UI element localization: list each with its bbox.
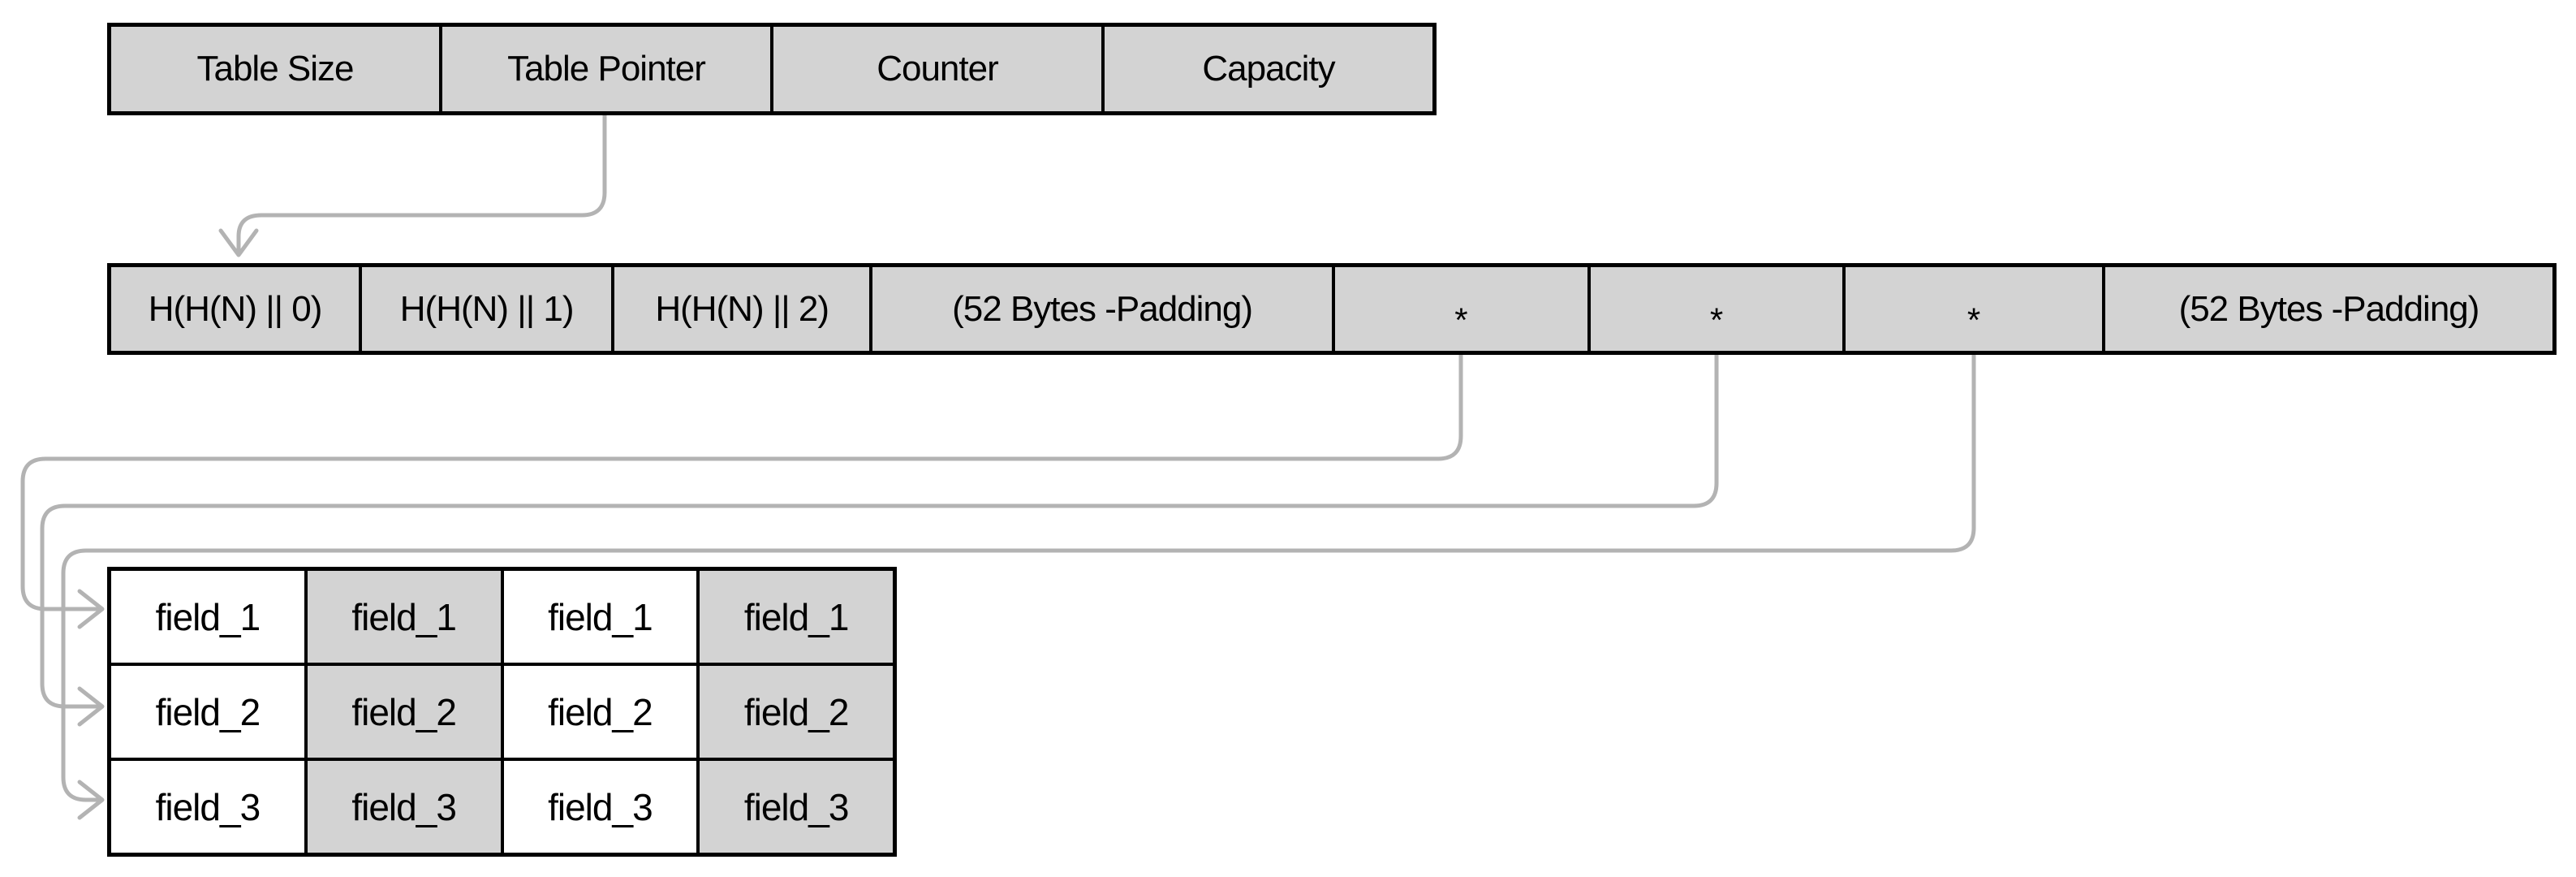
field-cell: field_2 [307,666,501,758]
field-cell: field_2 [503,666,697,758]
field-cell: field_3 [700,761,893,853]
star-icon: * [1709,300,1724,339]
field-cell: field_2 [700,666,893,758]
star-pointer-arrow-2 [40,352,1719,727]
cell-capacity: Capacity [1105,27,1432,111]
star-icon: * [1454,300,1468,339]
field-cell: field_1 [503,571,697,663]
cell-padding-left: (52 Bytes -Padding) [872,267,1332,351]
table-pointer-arrow [218,113,607,257]
arrowhead-down-icon [218,228,259,257]
registers-table: Table Size Table Pointer Counter Capacit… [107,23,1437,115]
cell-table-pointer: Table Pointer [442,27,770,111]
cell-hash-2: H(H(N) || 2) [614,267,870,351]
cell-star-1: * [1334,267,1587,351]
arrowhead-right-icon [77,686,105,727]
field-cell: field_3 [503,761,697,853]
star-pointer-arrow-1 [20,352,1463,629]
field-cell: field_3 [111,761,304,853]
cell-star-2: * [1591,267,1843,351]
cell-counter: Counter [773,27,1101,111]
hash-buckets-table: H(H(N) || 0) H(H(N) || 1) H(H(N) || 2) (… [107,263,2557,355]
field-cell: field_1 [111,571,304,663]
cell-hash-0: H(H(N) || 0) [111,267,360,351]
field-cell: field_2 [111,666,304,758]
arrowhead-right-icon [77,780,105,820]
field-cell: field_3 [307,761,501,853]
cell-hash-1: H(H(N) || 1) [362,267,612,351]
star-icon: * [1966,300,1981,339]
cell-table-size: Table Size [111,27,439,111]
cell-padding-right: (52 Bytes -Padding) [2105,267,2552,351]
cell-star-3: * [1846,267,2103,351]
star-pointer-arrow-3 [61,352,1976,820]
field-cell: field_1 [307,571,501,663]
field-cell: field_1 [700,571,893,663]
arrowhead-right-icon [77,589,105,629]
fields-table: field_1 field_1 field_1 field_1 field_2 … [107,567,897,857]
